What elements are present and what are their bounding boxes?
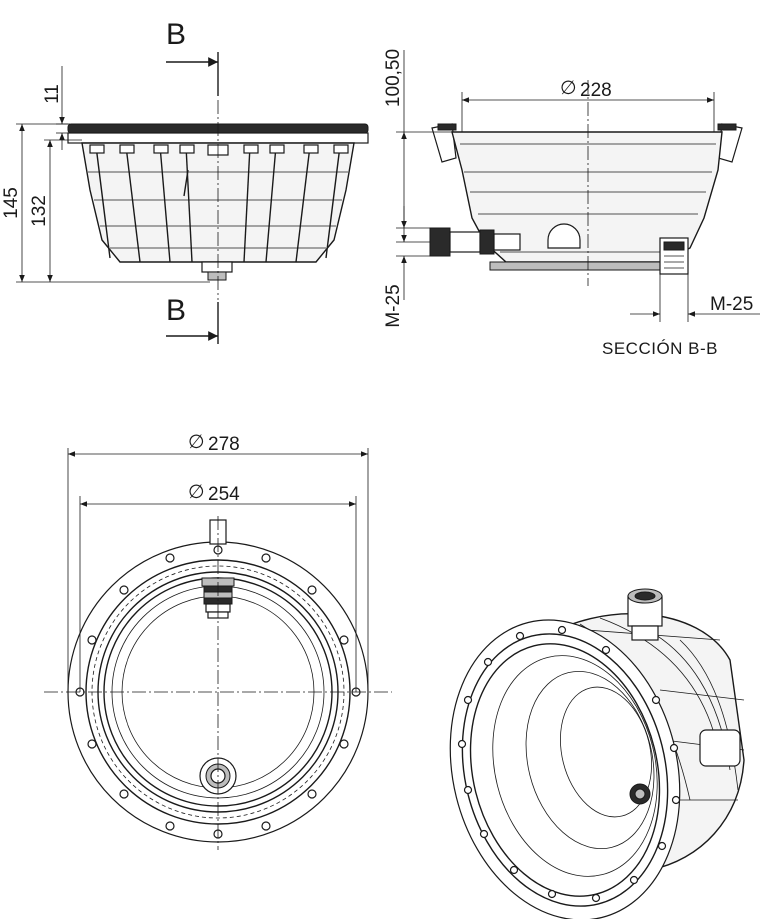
dim-section-depth: 100,50 (383, 49, 404, 107)
dim-conduit-right: M-25 (710, 294, 753, 315)
section-marker-bottom: B (166, 294, 186, 327)
section-marker-top: B (166, 18, 186, 51)
front-elevation-view: 11 145 132 B B (1, 18, 369, 344)
dim-flange-diameter: 254 (208, 484, 240, 505)
plan-view: ∅ 278 ∅ 254 (44, 432, 392, 850)
section-left-fitting (429, 227, 451, 257)
iso-bolt-holes (457, 625, 681, 903)
front-body (81, 142, 355, 263)
dim-total-height: 145 (1, 187, 22, 219)
diameter-symbol-254: ∅ (188, 482, 205, 503)
dim-outer-diameter: 278 (208, 434, 240, 455)
section-view: ∅ 228 100,50 M-25 M-25 SECCIÓN B-B (383, 49, 760, 358)
front-bottom-nozzle (201, 261, 233, 273)
diameter-symbol-278: ∅ (188, 432, 205, 453)
dim-conduit-left: M-25 (383, 284, 404, 327)
dim-body-height: 132 (29, 195, 50, 227)
dim-inner-diameter: 228 (580, 80, 612, 101)
diameter-symbol-228: ∅ (560, 78, 577, 99)
section-caption: SECCIÓN B-B (602, 339, 718, 358)
iso-cable-gland (627, 588, 663, 641)
isometric-view (449, 588, 745, 919)
dim-flange-thickness: 11 (42, 84, 63, 104)
